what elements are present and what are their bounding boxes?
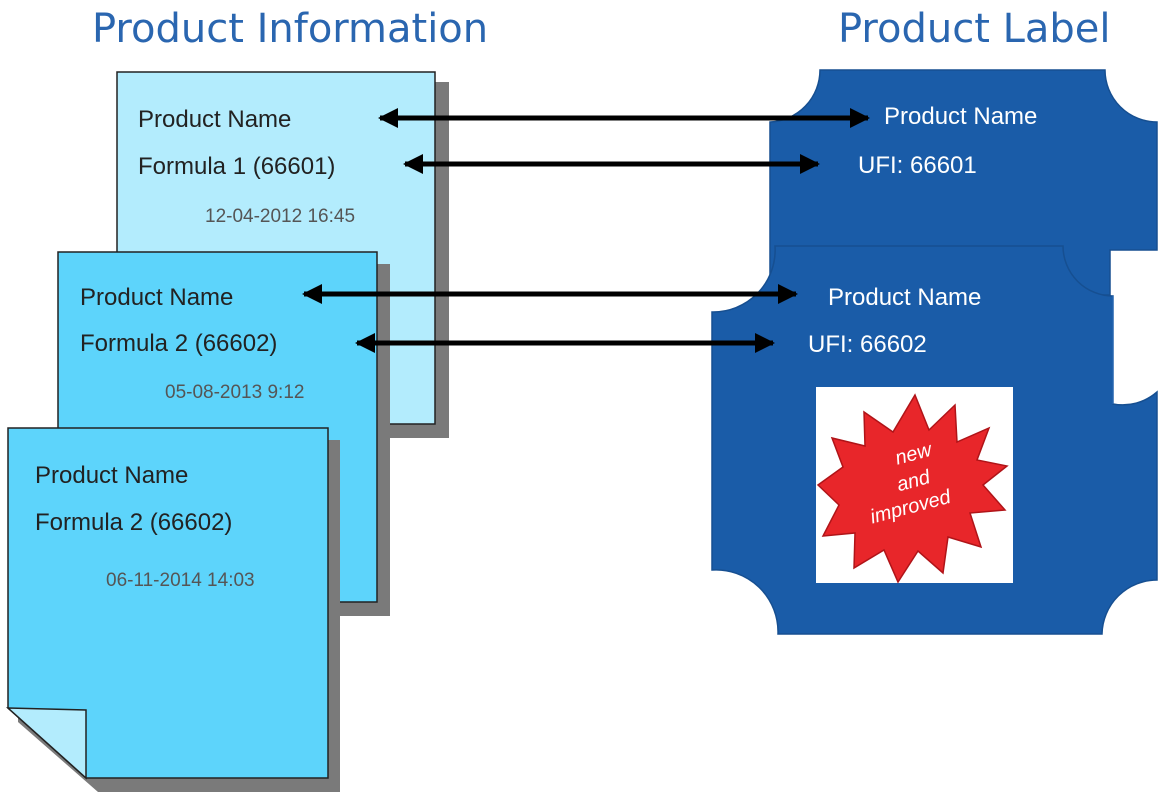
- doc3-timestamp: 06-11-2014 14:03: [106, 570, 255, 591]
- doc2-formula: Formula 2 (66602): [80, 330, 277, 357]
- doc3-formula: Formula 2 (66602): [35, 509, 232, 536]
- doc1-formula: Formula 1 (66601): [138, 153, 335, 180]
- document-3: [5, 427, 340, 792]
- doc2-product-name: Product Name: [80, 284, 233, 311]
- starburst-shape: [816, 393, 1009, 584]
- doc1-product-name: Product Name: [138, 106, 291, 133]
- product-information-heading: Product Information: [92, 6, 489, 52]
- label2-product-name: Product Name: [828, 284, 981, 311]
- new-and-improved-badge: new and improved: [816, 387, 1013, 584]
- doc2-timestamp: 05-08-2013 9:12: [165, 382, 304, 403]
- label2-ufi: UFI: 66602: [808, 331, 927, 358]
- doc3-product-name: Product Name: [35, 462, 188, 489]
- doc1-timestamp: 12-04-2012 16:45: [205, 206, 355, 227]
- product-label-heading: Product Label: [838, 6, 1111, 52]
- label1-product-name: Product Name: [884, 103, 1037, 130]
- dog-ear-fold: [5, 707, 87, 780]
- label1-ufi: UFI: 66601: [858, 152, 977, 179]
